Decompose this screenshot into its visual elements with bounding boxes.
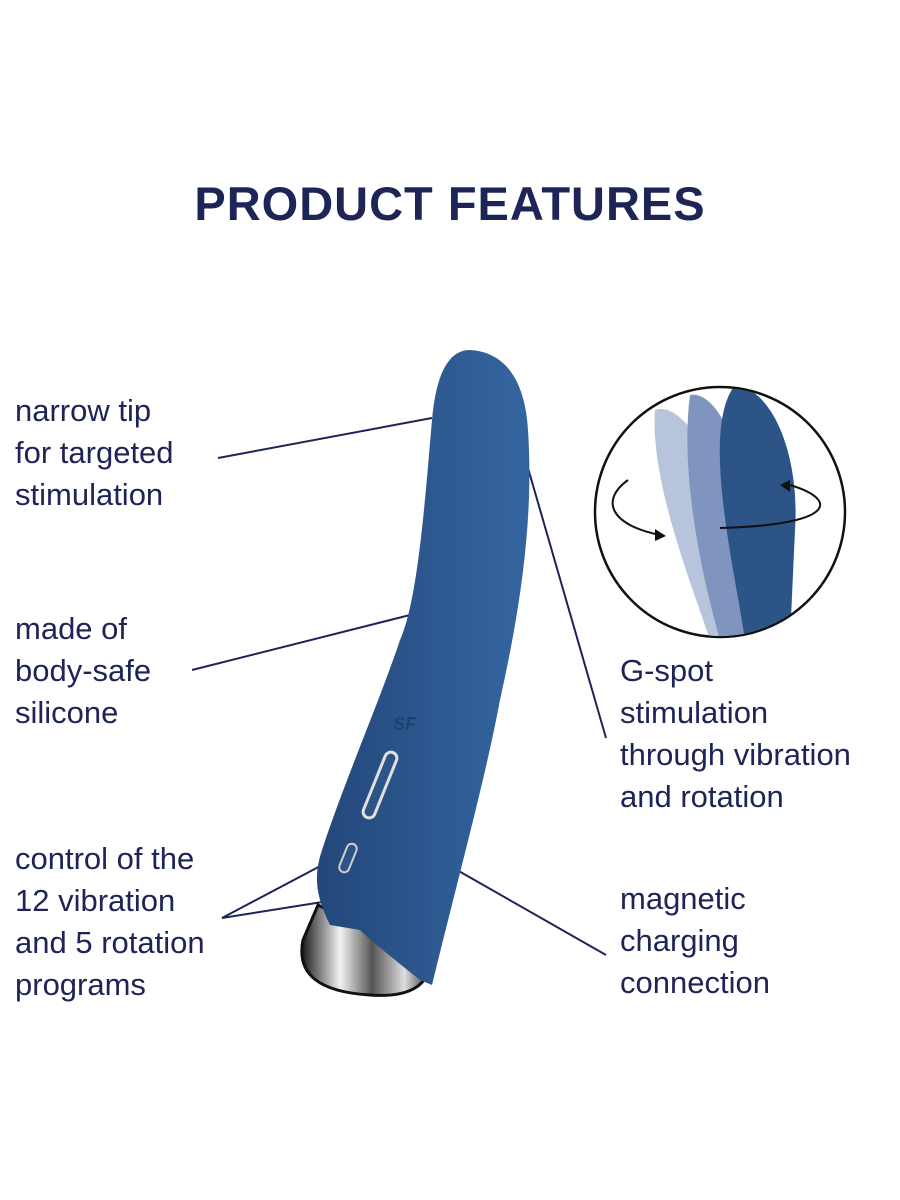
brand-logo: SF <box>393 714 417 734</box>
feature-control: control of the 12 vibration and 5 rotati… <box>15 841 205 1002</box>
page-title: PRODUCT FEATURES <box>194 177 706 230</box>
product-body <box>316 350 530 985</box>
control-button <box>338 842 358 874</box>
rotation-diagram <box>593 385 847 639</box>
control-button <box>361 750 399 820</box>
feature-charging: magnetic charging connection <box>620 881 770 1000</box>
feature-material: made of body-safe silicone <box>15 611 152 730</box>
leader-lines <box>191 417 607 956</box>
feature-narrow-tip: narrow tip for targeted stimulation <box>15 393 174 512</box>
feature-gspot: G-spot stimulation through vibration and… <box>620 653 851 814</box>
